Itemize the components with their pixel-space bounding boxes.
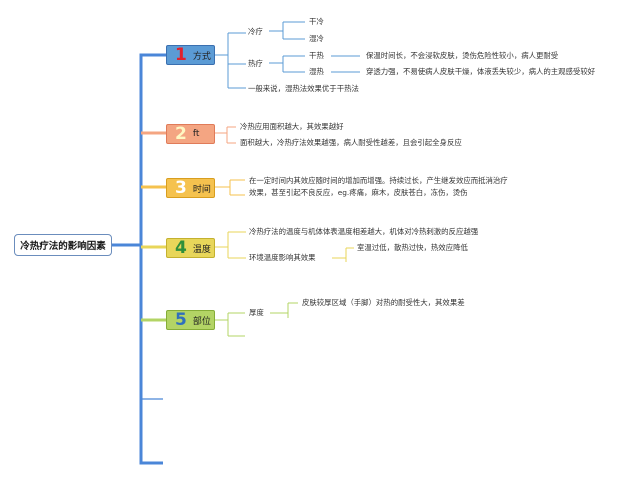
node-temperature-diff[interactable]: 冷热疗法的温度与机体体表温度相差越大，机体对冷热刺激的反应越强: [249, 227, 479, 236]
node-time-line-2: 效果，甚至引起不良反应，eg.疼痛，麻木，皮肤苍白，冻伤，烫伤: [249, 188, 468, 197]
node-area-2[interactable]: 面积越大，冷热疗法效果越强，病人耐受性越差，且会引起全身反应: [240, 138, 462, 147]
t5-bracket: [215, 312, 245, 337]
node-env-temperature[interactable]: 环境温度影响其效果: [249, 253, 316, 262]
branch-to-topic-1: [139, 53, 166, 245]
topic-site[interactable]: 5 部位: [166, 310, 215, 330]
thickness-bracket: [270, 302, 298, 318]
topic-1-label: 方式: [192, 51, 211, 62]
topic-3-number: 3: [175, 177, 187, 198]
env-bracket: [332, 247, 354, 262]
topic-3-label: 时间: [192, 184, 211, 195]
root-node[interactable]: 冷热疗法的影响因素: [14, 234, 112, 256]
topic-2-number: 2: [175, 123, 187, 144]
t3-bracket: [215, 179, 245, 196]
node-area-1[interactable]: 冷热应用面积越大，其效果越好: [240, 122, 344, 131]
topic-2-label: ft: [192, 129, 200, 139]
topic-time[interactable]: 3 时间: [166, 178, 215, 198]
node-hot-dry-note[interactable]: 保温时间长，不会浸软皮肤，烫伤危险性较小，病人更耐受: [366, 51, 559, 60]
topic-temperature[interactable]: 4 温度: [166, 238, 215, 258]
node-method-summary[interactable]: 一般来说，湿热法效果优于干热法: [248, 84, 359, 93]
node-time[interactable]: 在一定时间内其效应随时间的增加而增强。持续过长，产生继发效应而抵消治疗 效果，甚…: [249, 175, 508, 199]
node-hot-wet[interactable]: 湿热: [309, 67, 324, 76]
cold-bracket: [269, 21, 305, 40]
hot-notes-connector: [331, 55, 360, 73]
topic-1-number: 1: [175, 44, 187, 65]
hot-bracket: [269, 55, 305, 73]
node-env-note[interactable]: 室温过低，散热过快，热效应降低: [357, 243, 468, 252]
node-cold-dry[interactable]: 干冷: [309, 17, 324, 26]
t4-bracket: [215, 231, 246, 259]
node-hot-dry[interactable]: 干热: [309, 51, 324, 60]
topic-5-label: 部位: [192, 316, 211, 327]
node-thickness-note[interactable]: 皮肤较厚区域（手脚）对热的耐受性大，其效果差: [302, 298, 465, 307]
t1-bracket: [215, 32, 246, 89]
node-thickness[interactable]: 厚度: [249, 308, 264, 317]
topic-area[interactable]: 2 ft: [166, 124, 215, 144]
node-cold[interactable]: 冷疗: [248, 27, 263, 36]
node-time-line-1: 在一定时间内其效应随时间的增加而增强。持续过长，产生继发效应而抵消治疗: [249, 176, 508, 185]
node-hot-wet-note[interactable]: 穿透力强，不易使病人皮肤干燥，体液丢失较少，病人的主观感受较好: [366, 67, 596, 76]
t2-bracket: [215, 126, 236, 144]
trunk-line: [112, 243, 163, 465]
topic-4-label: 温度: [192, 244, 211, 255]
node-cold-wet[interactable]: 湿冷: [309, 34, 324, 43]
topic-method[interactable]: 1 方式: [166, 45, 215, 65]
root-label: 冷热疗法的影响因素: [20, 241, 106, 252]
topic-4-number: 4: [175, 237, 187, 258]
node-hot[interactable]: 热疗: [248, 59, 263, 68]
topic-5-number: 5: [175, 309, 187, 330]
